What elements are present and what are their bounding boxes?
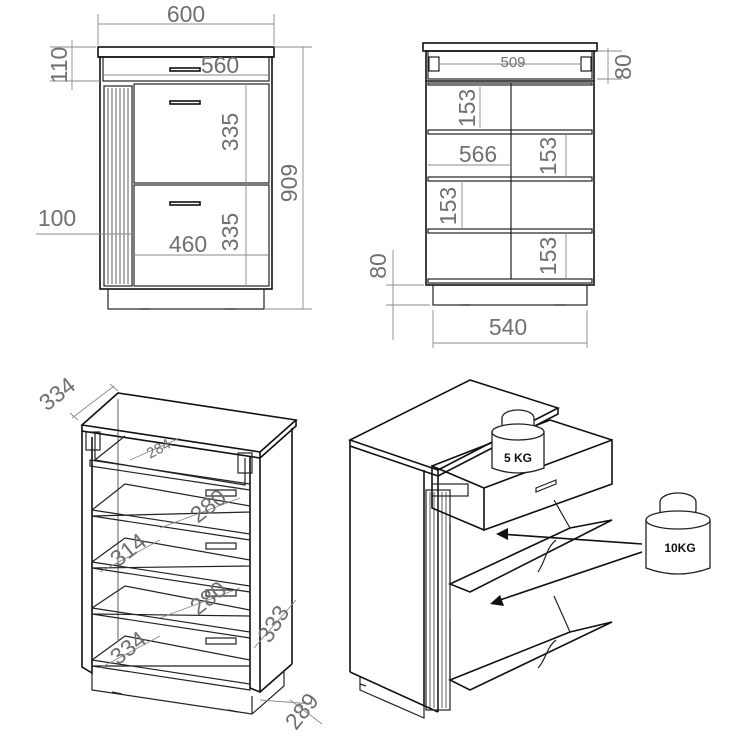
front-upper-handle (169, 100, 201, 105)
front-slat-panel (103, 85, 133, 287)
weight-5kg-label: 5 KG (504, 451, 532, 465)
front-upper-flap (133, 83, 270, 184)
dim-section-drawer-width: 509 (500, 54, 525, 71)
dim-front-total-height: 909 (276, 164, 302, 202)
dim-section-gap-3: 153 (435, 187, 461, 225)
dim-section-inner-width: 566 (459, 141, 497, 167)
iso-load-drawer-runner (431, 483, 469, 497)
iso-top (80, 392, 298, 453)
dim-front-top-height: 110 (46, 47, 72, 84)
section-drawer-runner-left (428, 56, 440, 72)
front-view: 600 110 560 335 335 909 100 460 (36, 1, 312, 310)
dim-section-plinth-width: 540 (489, 314, 527, 340)
dim-iso-drawer-depth: 284 (144, 436, 174, 463)
front-top-board (97, 46, 275, 58)
section-shelves (427, 82, 593, 284)
front-lower-flap (133, 184, 270, 287)
dim-front-side-panel: 100 (38, 205, 76, 231)
weight-10kg-label: 10KG (664, 541, 695, 555)
iso-load-lower-flap (448, 621, 613, 691)
iso-load-drawer-handle (535, 479, 557, 493)
dim-section-gap-4: 153 (535, 237, 561, 275)
front-lower-handle (169, 201, 201, 206)
dim-iso-depth-top: 334 (34, 372, 80, 416)
iso-load-drawer-front (483, 438, 613, 532)
dim-front-flap-width: 460 (169, 231, 207, 257)
dim-iso-plinth-depth: 289 (280, 688, 324, 734)
front-slats (107, 88, 129, 284)
dim-front-lower-flap: 335 (217, 213, 243, 251)
iso-shelves (91, 483, 251, 691)
iso-load-slats (429, 492, 447, 708)
iso-drawer-bottom (89, 459, 251, 491)
section-body (425, 50, 595, 286)
section-top-board (422, 42, 598, 52)
section-plinth (432, 284, 588, 306)
iso-dimension-lines (69, 383, 323, 725)
section-drawer-runner-right (580, 56, 592, 72)
dim-section-drawer-height: 80 (610, 54, 636, 80)
front-plinth (107, 288, 265, 310)
section-drawer (427, 50, 593, 80)
weight-5kg: 5 KG (491, 409, 545, 474)
front-drawer (102, 56, 270, 82)
dim-section-plinth-height: 80 (365, 253, 391, 279)
iso-load-upper-flap (447, 519, 613, 593)
iso-load-arrows (490, 528, 643, 606)
dim-section-gap-2: 153 (535, 137, 561, 175)
iso-load-view: 5 KG 10KG (347, 379, 711, 719)
iso-drawer-runner-left (85, 431, 101, 451)
front-dimension-lines (36, 14, 312, 310)
iso-load-slat-panel (425, 489, 451, 711)
dim-iso-side-height: 333 (252, 601, 294, 647)
front-drawer-handle (169, 67, 201, 72)
section-view: 509 80 153 153 153 153 566 80 540 (365, 42, 636, 348)
iso-inside-view: 334 284 280 314 280 334 333 289 (34, 372, 324, 735)
dim-front-width: 600 (167, 1, 205, 27)
dim-front-drawer-inner: 560 (201, 52, 239, 78)
dim-front-upper-flap: 335 (217, 113, 243, 151)
dim-section-gap-1: 153 (454, 89, 480, 127)
section-dimension-lines (386, 48, 622, 348)
iso-drawer-runner-right (237, 452, 253, 474)
weight-10kg: 10KG (645, 492, 711, 575)
